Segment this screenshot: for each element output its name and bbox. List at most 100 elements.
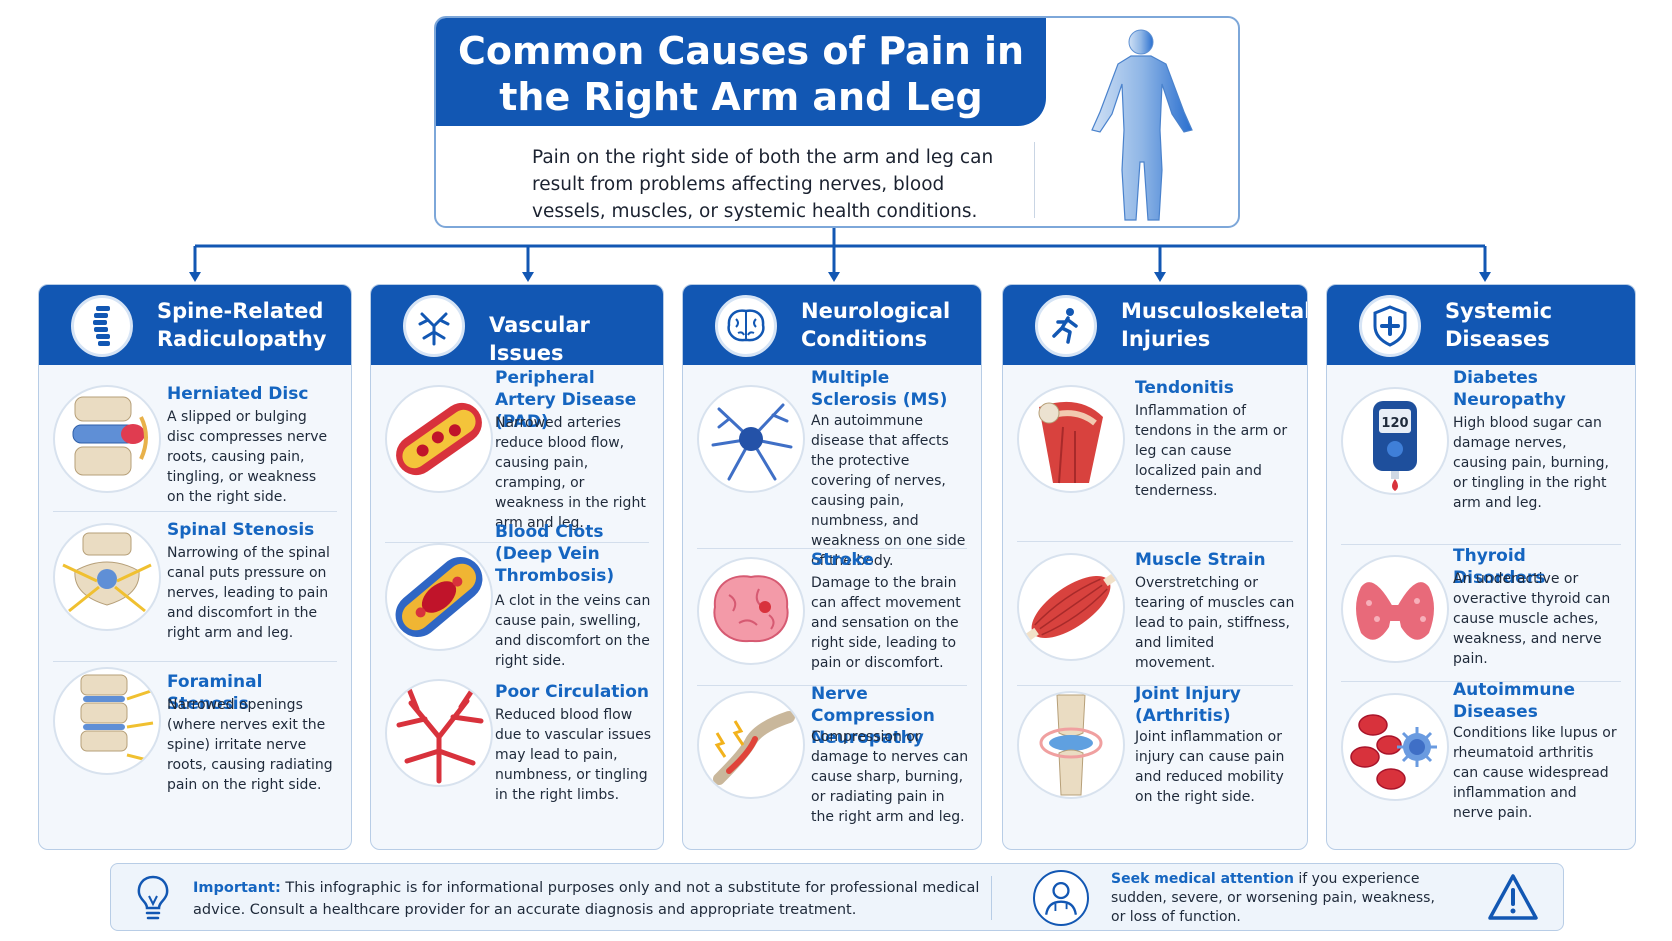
glucose-reading: 120 <box>1381 416 1408 431</box>
foraminal-stenosis-illustration <box>53 667 161 775</box>
condition-description: Narrowed arteries reduce blood flow, cau… <box>495 415 646 531</box>
blood-clot-illustration <box>385 543 493 651</box>
doctor-icon <box>1033 870 1089 926</box>
header-panel: Common Causes of Pain in the Right Arm a… <box>434 16 1240 228</box>
condition-description: Damage to the brain can affect movement … <box>811 575 961 671</box>
item-divider <box>385 542 649 543</box>
condition-title: Diabetes Neuropathy <box>1453 368 1566 410</box>
important-text: This infographic is for informational pu… <box>193 880 980 918</box>
category-header: Systemic Diseases <box>1327 285 1635 365</box>
condition-title: Multiple Sclerosis (MS) <box>811 368 948 410</box>
item-divider <box>53 661 337 662</box>
condition-title: Herniated Disc <box>167 384 309 404</box>
condition-description: A clot in the veins can cause pain, swel… <box>495 593 651 669</box>
shoulder-tendon-illustration <box>1017 385 1125 493</box>
warning-icon <box>1488 874 1538 920</box>
condition-title: Joint Injury (Arthritis) <box>1135 684 1241 726</box>
seek-attention-text: if you experience sudden, severe, or wor… <box>1111 871 1435 925</box>
category-header: Spine-Related Radiculopathy <box>39 285 351 365</box>
seek-attention-note: Seek medical attention if you experience… <box>1111 870 1451 927</box>
running-person-icon <box>1035 295 1097 357</box>
footer-divider <box>991 876 992 920</box>
condition-description: Narrowed openings (where nerves exit the… <box>167 697 333 793</box>
herniated-disc-illustration <box>53 385 161 493</box>
spine-icon <box>71 295 133 357</box>
condition-title: Blood Clots (Deep Vein Thrombosis) <box>495 522 615 586</box>
page-title: Common Causes of Pain in the Right Arm a… <box>436 18 1046 126</box>
condition-item: Joint Injury (Arthritis) Joint inflammat… <box>1003 684 1307 845</box>
condition-description: Overstretching or tearing of muscles can… <box>1135 575 1295 671</box>
category-musculoskeletal-injuries: Musculoskeletal Injuries Tendonitis Infl… <box>1002 284 1308 850</box>
peripheral-artery-illustration <box>385 385 493 493</box>
important-label: Important: <box>193 880 281 896</box>
category-title: Spine-Related Radiculopathy <box>157 299 327 351</box>
condition-title: Spinal Stenosis <box>167 520 315 540</box>
condition-description: Inflammation of tendons in the arm or le… <box>1135 403 1288 499</box>
condition-title: Peripheral Artery Disease (PAD) <box>495 368 637 432</box>
condition-item: Blood Clots (Deep Vein Thrombosis) A clo… <box>371 522 663 677</box>
brain-illustration <box>697 557 805 665</box>
condition-item: 120 Diabetes Neuropathy High blood sugar… <box>1327 365 1635 527</box>
category-title: Systemic Diseases <box>1445 299 1553 351</box>
item-divider <box>697 548 967 549</box>
condition-item: Stroke Damage to the brain can affect mo… <box>683 549 981 683</box>
condition-title: Stroke <box>811 550 874 570</box>
category-title: Vascular Issues <box>489 313 590 365</box>
condition-item: Muscle Strain Overstretching or tearing … <box>1003 541 1307 687</box>
condition-item: Nerve Compression Neuropathy Compression… <box>683 684 981 845</box>
condition-description: An autoimmune disease that affects the p… <box>811 413 966 569</box>
category-header: Neurological Conditions <box>683 285 981 365</box>
condition-item: Poor Circulation Reduced blood flow due … <box>371 677 663 847</box>
condition-item: Herniated Disc A slipped or bulging disc… <box>39 365 351 518</box>
category-title: Musculoskeletal Injuries <box>1121 299 1308 351</box>
knee-joint-illustration <box>1017 691 1125 799</box>
condition-item: Multiple Sclerosis (MS) An autoimmune di… <box>683 365 981 569</box>
condition-description: An underactive or overactive thyroid can… <box>1453 571 1611 667</box>
condition-description: Reduced blood flow due to vascular issue… <box>495 707 651 803</box>
lightbulb-icon <box>137 875 169 920</box>
condition-title: Thyroid Disorders <box>1453 546 1546 588</box>
category-vascular-issues: Vascular Issues Peripheral Artery Diseas… <box>370 284 664 850</box>
condition-description: Conditions like lupus or rheumatoid arth… <box>1453 725 1617 821</box>
disclaimer-footer: Important: This infographic is for infor… <box>110 863 1564 931</box>
intro-text: Pain on the right side of both the arm a… <box>532 147 994 222</box>
condition-title: Nerve Compression Neuropathy <box>811 684 935 748</box>
condition-title: Muscle Strain <box>1135 550 1266 570</box>
category-spine-related-radiculopathy: Spine-Related Radiculopathy Herniated Di… <box>38 284 352 850</box>
condition-item: Autoimmune Diseases Conditions like lupu… <box>1327 680 1635 845</box>
condition-item: Spinal Stenosis Narrowing of the spinal … <box>39 511 351 661</box>
condition-title: Poor Circulation <box>495 682 650 702</box>
category-systemic-diseases: Systemic Diseases 120 Diabetes Neuropath… <box>1326 284 1636 850</box>
item-divider <box>53 511 337 512</box>
category-header: Vascular Issues <box>371 285 663 365</box>
seek-attention-label: Seek medical attention <box>1111 871 1294 887</box>
condition-description: Joint inflammation or injury can cause p… <box>1135 729 1285 805</box>
category-title: Neurological Conditions <box>801 299 951 351</box>
category-neurological-conditions: Neurological Conditions Multiple Scleros… <box>682 284 982 850</box>
shield-cross-icon <box>1359 295 1421 357</box>
item-divider <box>1017 685 1293 686</box>
glucose-meter-illustration: 120 <box>1341 387 1449 495</box>
condition-description: High blood sugar can damage nerves, caus… <box>1453 415 1609 511</box>
human-body-illustration <box>1091 29 1193 221</box>
condition-item: Tendonitis Inflammation of tendons in th… <box>1003 365 1307 525</box>
condition-item: Thyroid Disorders An underactive or over… <box>1327 543 1635 687</box>
condition-description: A slipped or bulging disc compresses ner… <box>167 409 328 505</box>
condition-description: Compression or damage to nerves can caus… <box>811 729 969 825</box>
item-divider <box>1341 681 1621 682</box>
item-divider <box>1341 544 1621 545</box>
connector-lines <box>189 228 1491 282</box>
condition-item: Peripheral Artery Disease (PAD) Narrowed… <box>371 365 663 531</box>
condition-item: Foraminal Stenosis Narrowed openings (wh… <box>39 661 351 841</box>
header-divider <box>1034 142 1035 218</box>
item-divider <box>1017 541 1293 542</box>
blood-cells-illustration <box>1341 693 1449 801</box>
important-note: Important: This infographic is for infor… <box>193 877 1013 921</box>
category-header: Musculoskeletal Injuries <box>1003 285 1307 365</box>
muscle-strain-illustration <box>1017 553 1125 661</box>
condition-title: Foraminal Stenosis <box>167 672 263 714</box>
condition-title: Autoimmune Diseases <box>1453 680 1576 722</box>
circulation-vessels-illustration <box>385 679 493 787</box>
nerve-compression-illustration <box>697 691 805 799</box>
condition-title: Tendonitis <box>1135 378 1234 398</box>
